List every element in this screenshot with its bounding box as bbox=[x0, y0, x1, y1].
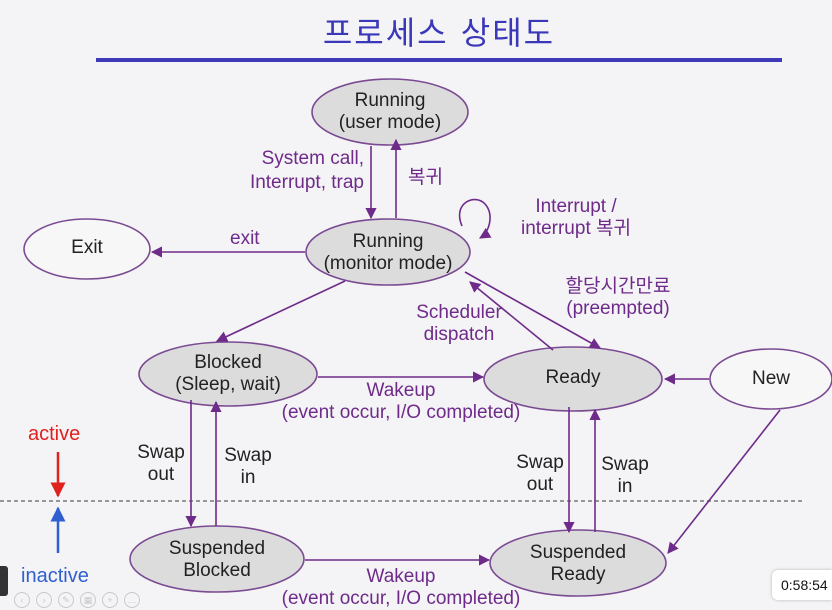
label-line: (event occur, I/O completed) bbox=[281, 587, 521, 609]
state-label-line: Ready bbox=[550, 563, 606, 585]
label-active: active bbox=[28, 423, 81, 445]
state-running-monitor bbox=[305, 218, 471, 286]
label-system-call: System call, bbox=[246, 148, 364, 170]
more-icon[interactable]: … bbox=[124, 592, 140, 608]
label-line: Interrupt / bbox=[535, 196, 617, 217]
state-exit bbox=[23, 218, 151, 280]
label-return: 복귀 bbox=[408, 167, 443, 188]
state-label-line: (user mode) bbox=[338, 111, 442, 133]
label-line: in bbox=[240, 466, 256, 488]
state-running-monitor-label: Running (monitor mode) bbox=[313, 231, 463, 275]
state-suspended-ready-label: Suspended Ready bbox=[508, 542, 648, 586]
zoom-icon[interactable]: + bbox=[102, 592, 118, 608]
arrow-self-loop bbox=[458, 198, 492, 239]
label-interrupt: Interrupt / interrupt 복귀 bbox=[514, 196, 638, 240]
state-exit-label: Exit bbox=[71, 237, 103, 258]
label-line: Scheduler bbox=[416, 302, 502, 323]
arrow-ready-to-monitor bbox=[469, 281, 554, 351]
state-running-user-label: Running (user mode) bbox=[330, 90, 450, 134]
state-suspended-blocked-label: Suspended Blocked bbox=[147, 538, 287, 582]
label-line: 할당시간만료 bbox=[565, 276, 671, 297]
label-scheduler-dispatch: Scheduler dispatch bbox=[405, 302, 513, 346]
state-label-line: Running bbox=[354, 90, 426, 111]
label-swap-in-right: Swap in bbox=[595, 454, 655, 498]
label-swap-out-right: Swap out bbox=[510, 452, 570, 496]
label-swap-in-left: Swap in bbox=[218, 445, 278, 489]
pen-icon[interactable]: ✎ bbox=[58, 592, 74, 608]
state-suspended-blocked bbox=[129, 525, 305, 593]
label-line: Swap bbox=[601, 454, 649, 475]
arrow-monitor-to-blocked bbox=[215, 280, 346, 342]
label-line: out bbox=[526, 473, 554, 495]
state-label-line: Blocked bbox=[183, 559, 251, 581]
label-line: Wakeup bbox=[366, 566, 436, 587]
state-new-label: New bbox=[751, 368, 790, 389]
state-label-line: (Sleep, wait) bbox=[175, 373, 281, 395]
next-icon[interactable]: › bbox=[36, 592, 52, 608]
state-blocked bbox=[138, 341, 318, 407]
label-line: out bbox=[147, 463, 175, 485]
label-wakeup-top: Wakeup (event occur, I/O completed) bbox=[269, 380, 533, 424]
player-toolbar: ‹ › ✎ ▦ + … bbox=[14, 592, 140, 610]
label-line: interrupt 복귀 bbox=[521, 217, 631, 239]
arrow-new-to-suspready bbox=[667, 409, 781, 554]
state-running-user bbox=[311, 78, 469, 146]
label-swap-out-left: Swap out bbox=[131, 442, 191, 486]
state-ready-label: Ready bbox=[545, 367, 601, 388]
title-underline bbox=[96, 58, 782, 62]
state-label-line: Blocked bbox=[194, 352, 262, 373]
slide-title: 프로세스 상태도 bbox=[322, 14, 556, 52]
state-label-line: Running bbox=[352, 231, 424, 252]
label-line: Swap bbox=[516, 452, 564, 473]
label-line: dispatch bbox=[423, 323, 495, 345]
state-label-line: Suspended bbox=[168, 538, 266, 559]
label-exit: exit bbox=[230, 228, 260, 249]
state-label-line: (monitor mode) bbox=[323, 252, 453, 274]
slides-icon[interactable]: ▦ bbox=[80, 592, 96, 608]
label-line: (event occur, I/O completed) bbox=[281, 401, 521, 423]
arrow-monitor-to-ready bbox=[464, 271, 601, 349]
label-line: Wakeup bbox=[366, 380, 436, 401]
state-new bbox=[709, 348, 832, 410]
state-blocked-label: Blocked (Sleep, wait) bbox=[158, 352, 298, 396]
label-inactive: inactive bbox=[21, 565, 89, 587]
video-timestamp: 0:58:54 bbox=[772, 570, 832, 600]
label-line: System call, bbox=[261, 148, 364, 169]
player-side-tab[interactable] bbox=[0, 566, 8, 596]
label-line: Swap bbox=[224, 445, 272, 466]
label-line: (preempted) bbox=[566, 297, 670, 319]
label-line: in bbox=[617, 475, 633, 497]
label-preempted: 할당시간만료 (preempted) bbox=[548, 276, 688, 320]
state-label-line: Suspended bbox=[529, 542, 627, 563]
label-interrupt-trap: Interrupt, trap bbox=[249, 172, 364, 193]
prev-icon[interactable]: ‹ bbox=[14, 592, 30, 608]
label-line: Swap bbox=[137, 442, 185, 463]
label-wakeup-bottom: Wakeup (event occur, I/O completed) bbox=[269, 566, 533, 610]
